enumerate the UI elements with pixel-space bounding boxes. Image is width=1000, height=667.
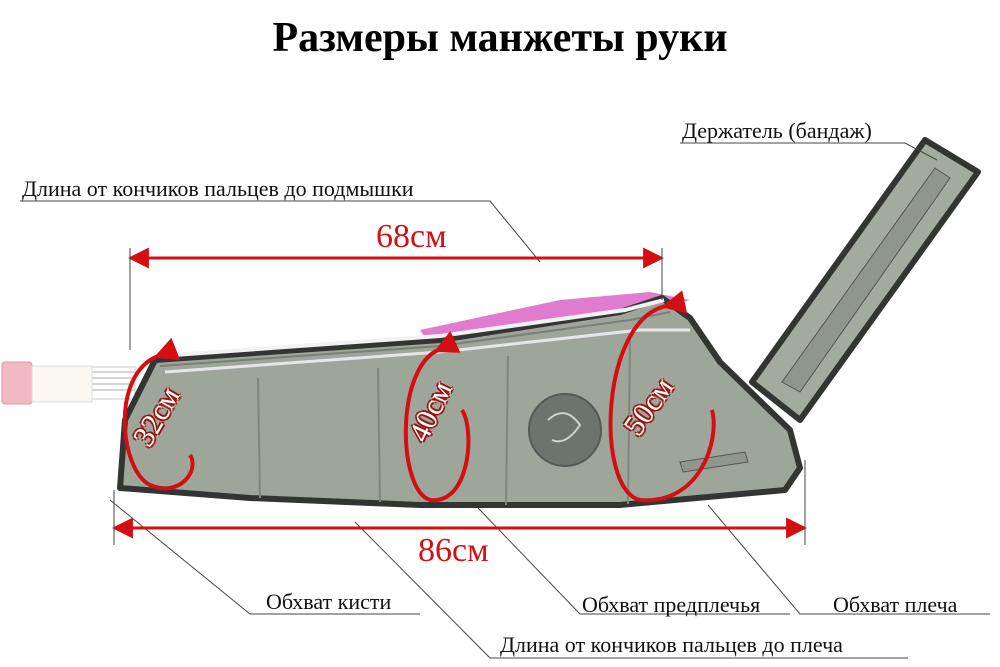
shoulder-girth-label: Обхват плеча — [833, 592, 958, 617]
cuff-body — [117, 295, 803, 508]
shoulder-length-value: 86см — [418, 532, 489, 569]
wrist-girth-label: Обхват кисти — [266, 589, 392, 614]
forearm-girth-label: Обхват предплечья — [582, 592, 761, 617]
fingertip-to-shoulder-label: Длина от кончиков пальцев до плеча — [500, 632, 843, 657]
air-hose-connector — [1, 361, 136, 405]
armpit-length-value: 68см — [376, 218, 447, 255]
girth-markers — [122, 290, 716, 503]
page-title: Размеры манжеты руки — [272, 15, 728, 61]
holder-label: Держатель (бандаж) — [682, 118, 872, 143]
fingertip-to-armpit-label: Длина от кончиков пальцев до подмышки — [22, 176, 414, 201]
holder-strap — [749, 137, 981, 423]
